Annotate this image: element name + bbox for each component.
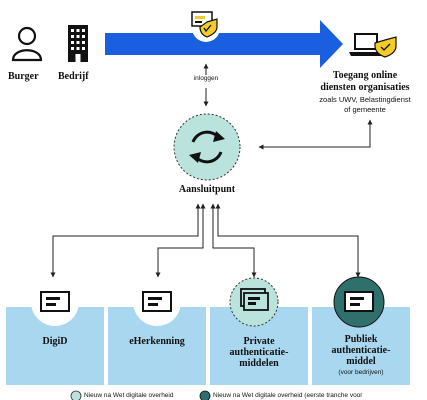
- publiek-note: (voor bedrijven): [338, 369, 384, 376]
- digid-label: DigiD: [42, 336, 68, 347]
- inloggen-label: inloggen: [188, 75, 224, 82]
- laptop-icon: [349, 33, 397, 58]
- publiek-node: [333, 276, 385, 328]
- building-icon: [68, 25, 88, 62]
- private-label-line3: middelen: [239, 358, 279, 369]
- person-icon: [11, 26, 43, 62]
- burger-label: Burger: [8, 71, 39, 82]
- publiek-label-line3: middel: [346, 356, 376, 367]
- legend-swatch-mint: [70, 390, 82, 400]
- flow-arrow: [105, 20, 343, 68]
- publiek-label-line2: authenticatie-: [331, 345, 391, 356]
- login-card-icon: [191, 11, 220, 42]
- hub-label: Aansluitpunt: [178, 184, 236, 195]
- private-label-line2: authenticatie-: [229, 347, 289, 358]
- publiek-label-line1: Publiek: [344, 334, 378, 345]
- legend-swatch-teal: [199, 390, 211, 400]
- bedrijf-label: Bedrijf: [58, 71, 89, 82]
- target-title-line1: Toegang online: [332, 70, 398, 81]
- target-sub-line1: zoals UWV, Belastingdienst: [319, 95, 411, 104]
- private-label-line1: Private: [243, 336, 275, 347]
- eherkenning-node: [133, 278, 181, 326]
- digid-node: [31, 278, 79, 326]
- target-title-line2: diensten organisaties: [320, 82, 410, 93]
- target-sub-line2: of gemeente: [344, 105, 386, 114]
- private-node: [229, 277, 279, 327]
- hub-circle: [173, 113, 241, 181]
- legend-item-2: Nieuw na Wet digitale overheid (eerste t…: [213, 392, 363, 399]
- legend-item-1: Nieuw na Wet digitale overheid: [84, 392, 174, 399]
- eherkenning-label: eHerkenning: [129, 336, 185, 347]
